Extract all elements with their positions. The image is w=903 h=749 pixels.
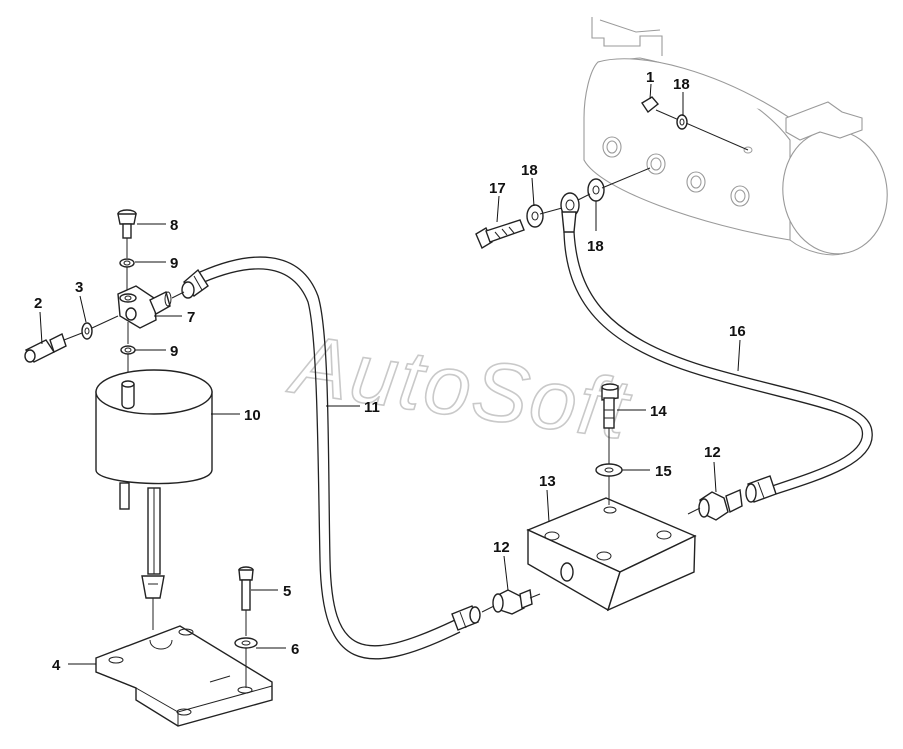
hose-end-fitting-16 — [745, 475, 777, 503]
washer-part-6 — [234, 637, 258, 688]
chamber-part-10 — [95, 369, 213, 630]
label-part-13: 13 — [539, 473, 556, 490]
label-part-18-tank: 18 — [673, 76, 690, 93]
label-part-15: 15 — [655, 463, 672, 480]
label-part-18-bolt: 18 — [521, 162, 538, 179]
label-part-12-right: 12 — [704, 444, 721, 461]
washer-part-9-bottom — [120, 322, 136, 378]
label-part-8: 8 — [170, 217, 178, 234]
sensor-part-2 — [24, 332, 83, 363]
label-part-18-fitting: 18 — [587, 238, 604, 255]
air-tank — [583, 17, 888, 256]
union-part-12-right — [687, 488, 743, 521]
washer-part-18-tank — [676, 114, 688, 130]
tee-fitting-part-7 — [117, 285, 185, 329]
label-part-4: 4 — [52, 657, 61, 674]
label-part-7: 7 — [187, 309, 195, 326]
plug-part-1 — [641, 96, 749, 151]
hose-part-11 — [199, 256, 461, 660]
bracket-part-4 — [95, 625, 273, 727]
label-part-11: 11 — [364, 399, 380, 416]
label-part-16: 16 — [729, 323, 746, 340]
label-part-10: 10 — [244, 407, 261, 424]
label-part-1: 1 — [646, 69, 654, 86]
bolt-part-14 — [601, 383, 619, 465]
label-part-5: 5 — [283, 583, 291, 600]
label-part-14: 14 — [650, 403, 667, 420]
banjo-fitting — [560, 192, 580, 233]
watermark: AutoSoft — [283, 316, 638, 457]
label-part-2: 2 — [34, 295, 42, 312]
leader-lines — [39, 83, 741, 665]
bolt-part-5 — [238, 566, 254, 636]
valve-block-part-13 — [526, 497, 697, 612]
washer-part-18-right — [587, 178, 605, 202]
banjo-bolt-part-8 — [117, 209, 137, 258]
washer-part-18-left — [526, 204, 544, 228]
banjo-bolt-part-17 — [475, 219, 525, 250]
label-part-9-bottom: 9 — [170, 343, 178, 360]
union-part-12-left — [492, 589, 541, 615]
washer-part-15 — [595, 463, 623, 505]
label-part-12-left: 12 — [493, 539, 510, 556]
hose-end-fitting-11-left — [181, 268, 209, 299]
label-part-3: 3 — [75, 279, 83, 296]
label-part-17: 17 — [489, 180, 506, 197]
label-part-9-top: 9 — [170, 255, 178, 272]
hose-part-16 — [563, 231, 873, 495]
hose-end-fitting-11-right — [451, 605, 495, 631]
washer-part-9-top — [119, 258, 135, 290]
washer-part-3 — [81, 315, 119, 340]
label-part-6: 6 — [291, 641, 299, 658]
